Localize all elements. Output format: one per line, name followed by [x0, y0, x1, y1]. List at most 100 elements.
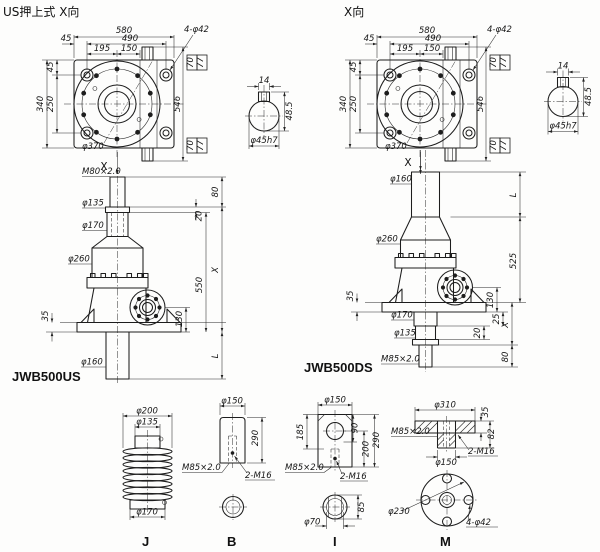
part-label-m: M: [440, 534, 451, 549]
dim-195: 195: [94, 44, 110, 54]
model-label-jwb500us: JWB500US: [12, 369, 81, 384]
dim-20: 20: [473, 328, 483, 339]
dim-bolt-circle: φ370: [385, 142, 407, 152]
dim-525: 525: [509, 253, 519, 269]
dim-20: 20: [195, 211, 205, 222]
us-top-view: 580 490 45 195 150 4-φ42 45 250 340 546 …: [36, 25, 209, 174]
ds-shaft-end-view: 14 48.5 φ45h7: [544, 62, 594, 135]
dim-tab-77-top: 77: [499, 57, 509, 68]
dim-250: 250: [46, 96, 56, 112]
us-view-title: US押上式 X向: [3, 4, 79, 19]
dim-150: 150: [424, 44, 440, 54]
part-label-b: B: [227, 534, 236, 549]
dim-290: 290: [372, 432, 382, 448]
dim-195: 195: [397, 44, 413, 54]
axis-x-label: X: [100, 161, 107, 173]
dim-tap: 2-M16: [340, 472, 367, 482]
dim-200: φ200: [136, 407, 158, 417]
dim-stroke-x: X: [501, 322, 511, 329]
part-i-view: φ150 185 90 200 290 M85×2.0 2-M16 φ70 85…: [285, 396, 382, 549]
dim-screw-160: φ160: [390, 175, 412, 185]
jwb500ds-elevation: φ160 φ260 φ170 φ135 M85×2.0 35 130 25 20…: [304, 150, 526, 375]
dim-70: φ70: [304, 518, 320, 528]
dim-shaft-height: 48.5: [285, 102, 295, 121]
dim-flange-135: φ135: [82, 199, 104, 209]
dim-thread: M85×2.0: [285, 463, 324, 473]
dim-290: 290: [251, 430, 261, 446]
dim-580: 580: [419, 26, 435, 36]
dim-key-width: 14: [259, 76, 270, 86]
dim-45-width: 45: [364, 34, 375, 44]
dim-130: 130: [175, 311, 185, 327]
ds-view-title: X向: [344, 4, 364, 19]
dim-25: 25: [492, 314, 502, 325]
dim-490: 490: [122, 34, 138, 44]
dim-80: 80: [501, 352, 511, 363]
dim-150: φ150: [324, 396, 346, 406]
dim-flange-135: φ135: [394, 329, 416, 339]
dim-thread: M85×2.0: [391, 427, 430, 437]
dim-tab-77-bottom: 77: [196, 140, 206, 151]
dim-250: 250: [349, 96, 359, 112]
dim-tube-170: φ170: [391, 311, 413, 321]
dim-tab-70-top: 70: [489, 57, 499, 68]
dim-546: 546: [476, 95, 486, 112]
dim-key-width: 14: [558, 62, 569, 72]
dim-bolt-circle: φ370: [82, 142, 104, 152]
dim-shaft-dia: φ45h7: [549, 122, 577, 132]
dim-170: φ170: [136, 508, 158, 518]
dim-body-260: φ260: [376, 235, 398, 245]
dim-tab-77-bottom: 77: [499, 140, 509, 151]
dim-340: 340: [36, 96, 46, 112]
dim-shaft-dia: φ45h7: [250, 136, 278, 146]
dim-45-width: 45: [61, 34, 72, 44]
dim-body-260: φ260: [68, 255, 90, 265]
us-shaft-end-view: 14 48.5 φ45h7: [245, 76, 295, 149]
dim-135: φ135: [136, 418, 158, 428]
dim-80: 80: [211, 187, 221, 198]
dim-580: 580: [116, 26, 132, 36]
dim-130: 130: [486, 292, 496, 308]
dim-corner-holes: 4-φ42: [184, 25, 209, 35]
dim-tab-70-bottom: 70: [489, 140, 499, 151]
ds-top-view: 580 490 45 195 150 4-φ42 45 250 340 546 …: [339, 25, 512, 174]
dim-185: 185: [296, 424, 306, 440]
part-label-j: J: [142, 534, 149, 549]
dim-82: 82: [487, 429, 497, 440]
dim-35: 35: [481, 407, 491, 418]
dim-ext-l: L: [509, 192, 519, 197]
dim-tab-77-top: 77: [196, 57, 206, 68]
dim-490: 490: [425, 34, 441, 44]
dim-ext-l: L: [211, 353, 221, 358]
dim-holes-4x42: 4-φ42: [466, 518, 491, 528]
dim-base-35: 35: [346, 291, 356, 302]
dim-90: 90: [351, 423, 361, 434]
dim-546: 546: [173, 95, 183, 112]
jwb500us-elevation: M80×2.0 φ135 φ170 φ260 φ160 35 130 20 55…: [12, 167, 226, 384]
dim-bolt-circle-230: φ230: [388, 507, 410, 517]
dim-base-35: 35: [41, 311, 51, 322]
dim-310: φ310: [434, 401, 456, 411]
part-j-bellows: φ200 φ135 φ170 J: [122, 407, 173, 549]
dim-screw-thread: M80×2.0: [82, 167, 121, 177]
dim-screw-thread: M85×2.0: [381, 355, 420, 365]
dim-45-height: 45: [46, 62, 56, 73]
dim-stroke-x: X: [211, 267, 221, 274]
dim-shaft-height: 48.5: [584, 87, 594, 106]
dim-tap: 2-M16: [245, 471, 272, 481]
dim-corner-holes: 4-φ42: [487, 25, 512, 35]
dim-340: 340: [339, 96, 349, 112]
dim-screw-160: φ160: [81, 358, 103, 368]
dim-85: 85: [357, 502, 367, 513]
dim-tab-70-bottom: 70: [186, 140, 196, 151]
part-b-view: φ150 290 M85×2.0 2-M16 B: [182, 397, 275, 549]
dim-tube-170: φ170: [82, 221, 104, 231]
dim-150: 150: [121, 44, 137, 54]
dim-45-height: 45: [349, 62, 359, 73]
dim-150: φ150: [221, 397, 243, 407]
axis-x-label: X: [404, 157, 411, 169]
dim-150: φ150: [435, 458, 457, 468]
dim-thread: M85×2.0: [182, 463, 221, 473]
